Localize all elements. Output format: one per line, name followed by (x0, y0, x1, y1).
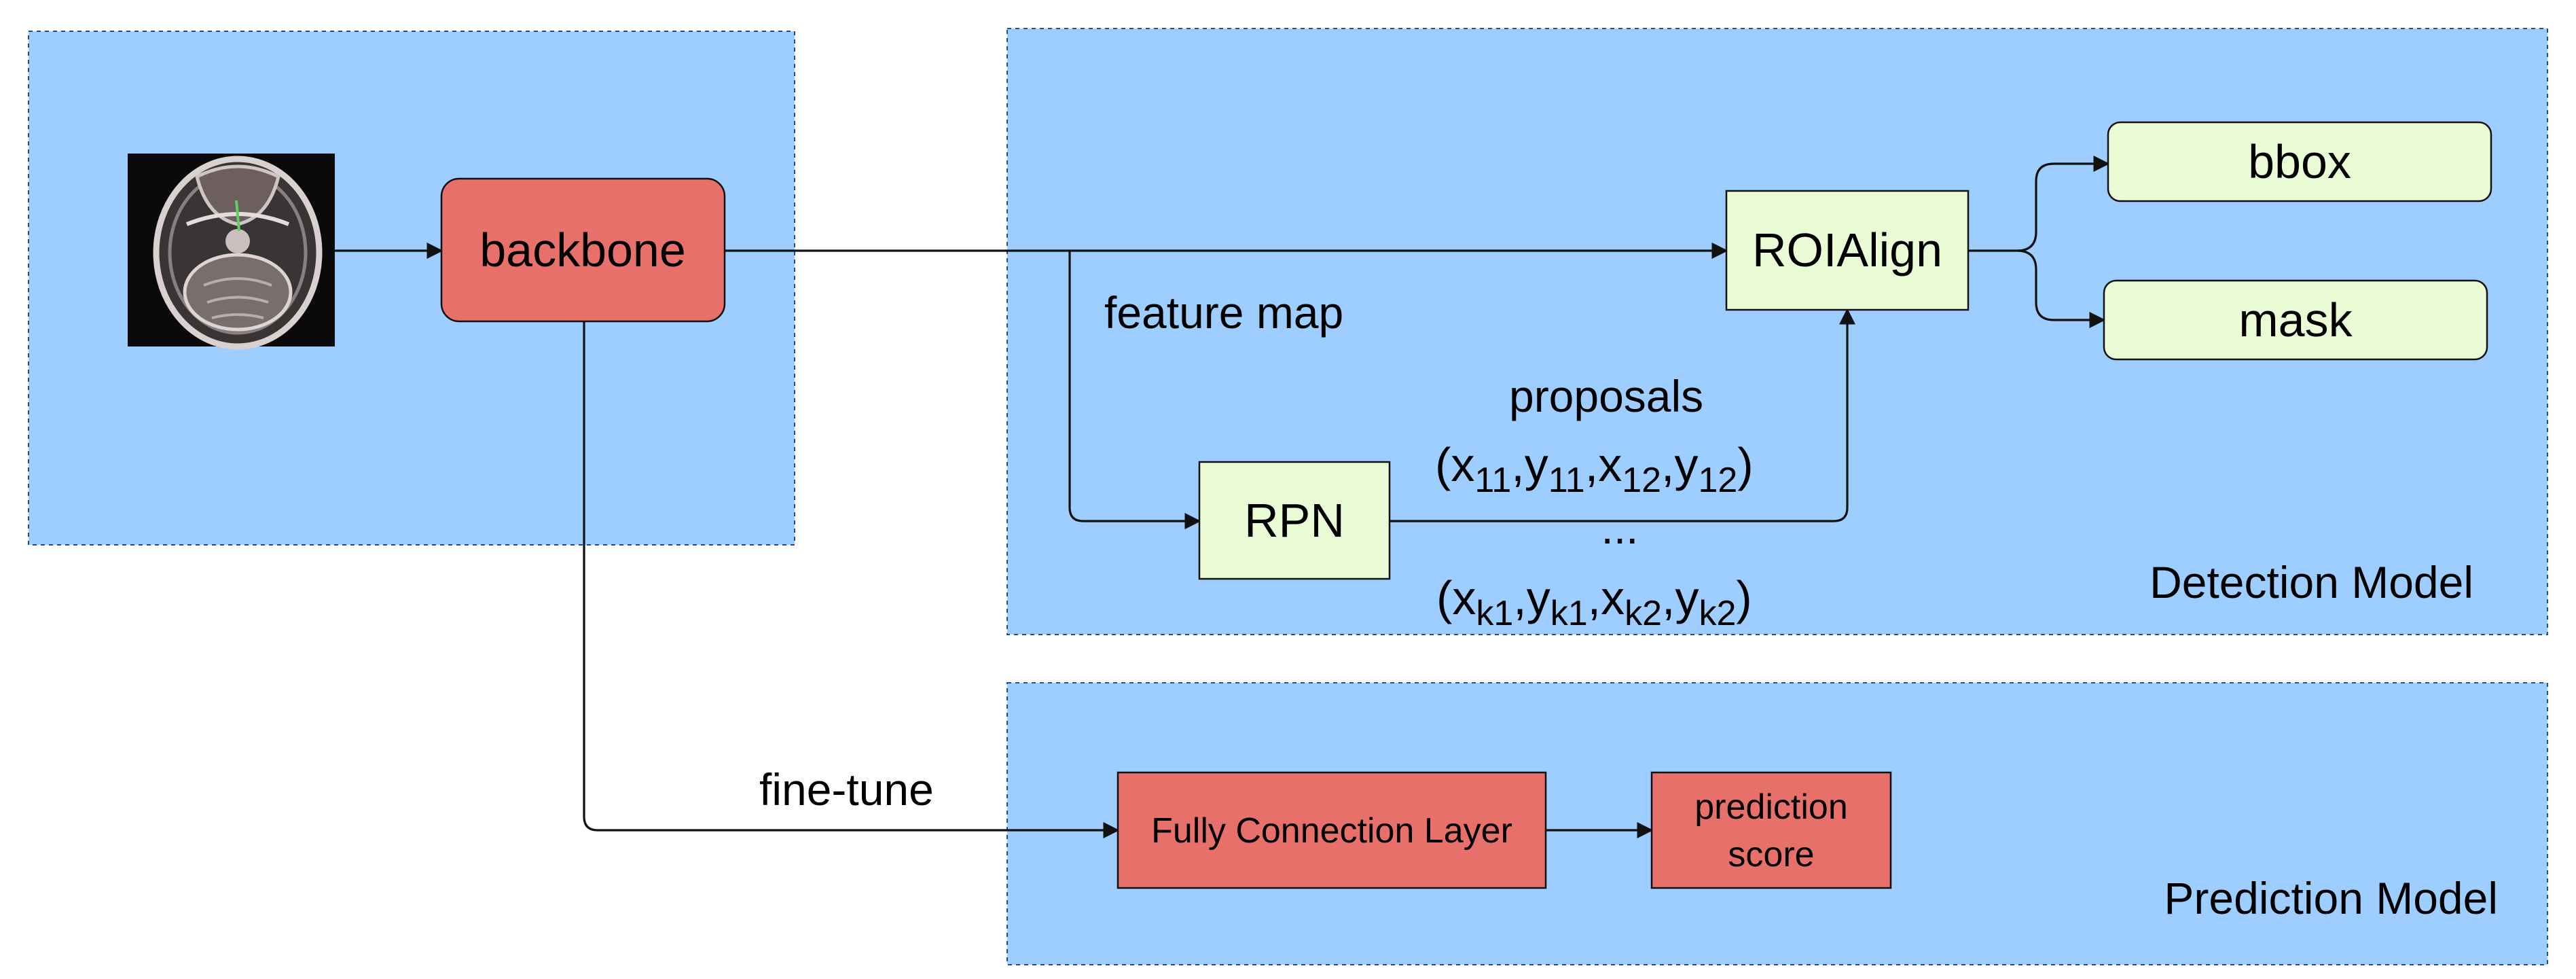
mask-node: mask (2103, 279, 2488, 361)
fine-tune-label: fine-tune (759, 764, 934, 815)
prediction-model-title: Prediction Model (2164, 873, 2498, 923)
roialign-node: ROIAlign (1725, 190, 1970, 311)
bbox-label: bbox (2248, 135, 2351, 188)
edge-roialign-to-mask (2016, 249, 2106, 328)
edge-feature-to-rpn (1068, 251, 1201, 529)
edge-roialign-to-bbox (1968, 156, 2110, 252)
rpn-label: RPN (1244, 494, 1345, 547)
proposal-coord-last: (xk1,yk1,xk2,yk2) (1436, 571, 1752, 633)
backbone-label: backbone (479, 224, 686, 277)
edge-rpn-to-roialign (1390, 308, 1855, 522)
bbox-node: bbox (2107, 121, 2492, 202)
prediction-score-label-line2: score (1728, 835, 1814, 874)
prediction-score-node: prediction score (1650, 771, 1892, 889)
fully-connection-layer-label: Fully Connection Layer (1151, 811, 1512, 851)
prediction-score-label-line1: prediction (1694, 787, 1847, 827)
feature-map-label: feature map (1104, 287, 1343, 338)
fully-connection-layer-node: Fully Connection Layer (1117, 771, 1547, 889)
edge-backbone-to-fc (583, 321, 1120, 838)
rpn-node: RPN (1198, 461, 1391, 580)
edges (335, 156, 2110, 838)
roialign-label: ROIAlign (1752, 224, 1942, 277)
proposal-coord-first: (x11,y11,x12,y12) (1435, 438, 1754, 500)
detection-model-title: Detection Model (2149, 557, 2473, 607)
backbone-node: backbone (440, 177, 726, 323)
mask-label: mask (2238, 293, 2353, 346)
proposals-label: proposals (1509, 371, 1703, 421)
mri-scan-image (128, 154, 335, 350)
proposal-ellipsis: ... (1601, 503, 1638, 553)
